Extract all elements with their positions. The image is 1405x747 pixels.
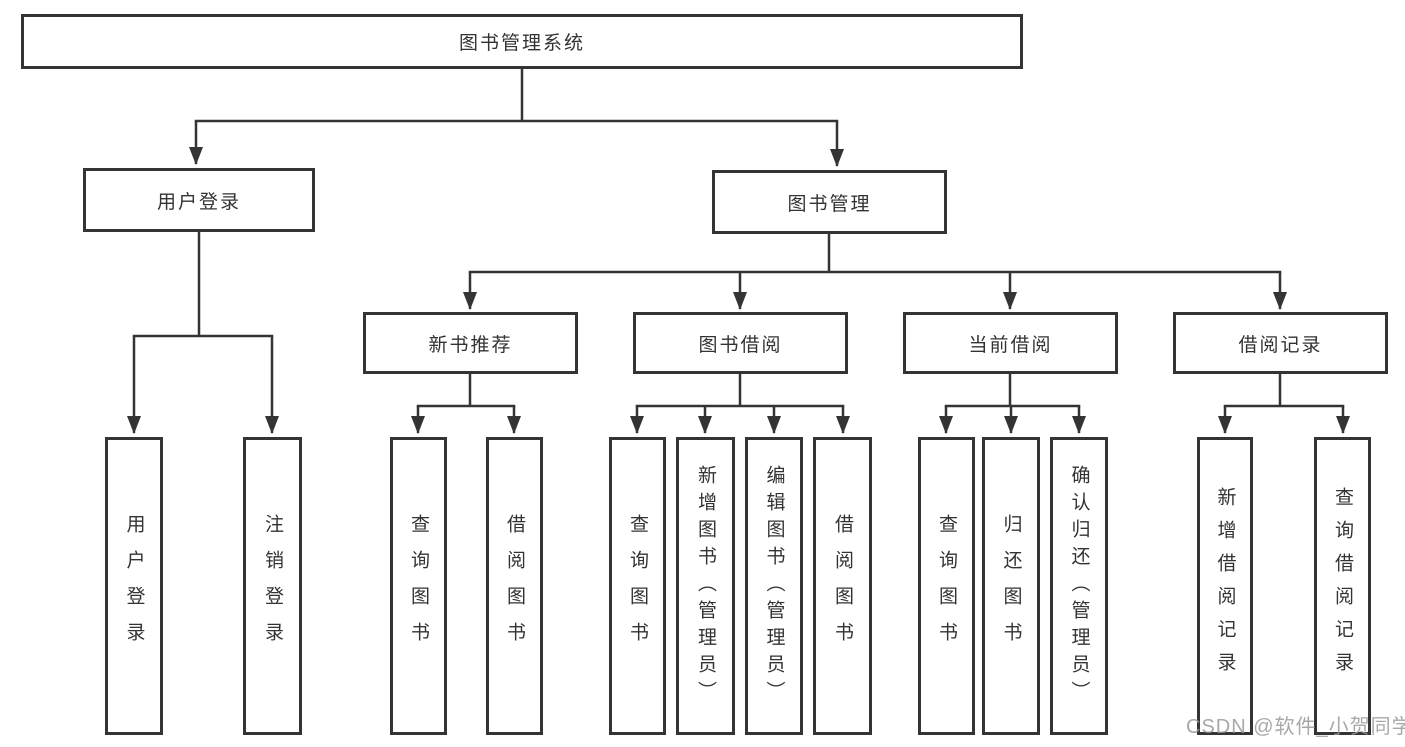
leaf-user-login-label: 用户登录 xyxy=(123,514,145,658)
leaf-nb-borrow-books-label: 借阅图书 xyxy=(504,514,525,658)
node-root-label: 图书管理系统 xyxy=(458,33,585,54)
csdn-watermark: CSDN @软件_小贺同学 xyxy=(1186,716,1405,738)
leaf-br-add-record: 新增借阅记录 xyxy=(1197,437,1253,735)
leaf-cb-query-books: 查询图书 xyxy=(918,437,975,735)
node-user-login-label: 用户登录 xyxy=(156,191,241,213)
leaf-logout-label: 注销登录 xyxy=(262,514,283,658)
node-current-borrow: 当前借阅 xyxy=(903,312,1118,374)
leaf-bb-add-books-admin: 新增图书（管理员） xyxy=(676,437,735,735)
node-book-borrow-label: 图书借阅 xyxy=(698,334,783,356)
node-book-management: 图书管理 xyxy=(712,170,947,234)
node-borrow-records-label: 借阅记录 xyxy=(1238,334,1323,356)
leaf-bb-edit-books-admin: 编辑图书（管理员） xyxy=(745,437,803,735)
leaf-nb-query-books-label: 查询图书 xyxy=(408,514,429,658)
node-user-login: 用户登录 xyxy=(83,168,315,232)
leaf-cb-return-books: 归还图书 xyxy=(982,437,1040,735)
node-book-borrow: 图书借阅 xyxy=(633,312,848,374)
leaf-nb-query-books: 查询图书 xyxy=(390,437,447,735)
leaf-br-add-record-label: 新增借阅记录 xyxy=(1214,487,1236,685)
node-new-book-recommend: 新书推荐 xyxy=(363,312,578,374)
leaf-logout: 注销登录 xyxy=(243,437,302,735)
leaf-cb-query-books-label: 查询图书 xyxy=(936,514,957,658)
leaf-bb-borrow-books-label: 借阅图书 xyxy=(832,514,853,658)
leaf-bb-add-books-admin-label: 新增图书（管理员） xyxy=(695,464,716,708)
node-root: 图书管理系统 xyxy=(21,14,1023,69)
leaf-bb-borrow-books: 借阅图书 xyxy=(813,437,872,735)
leaf-br-query-record: 查询借阅记录 xyxy=(1314,437,1371,735)
node-current-borrow-label: 当前借阅 xyxy=(968,334,1053,356)
node-book-management-label: 图书管理 xyxy=(787,193,872,215)
leaf-bb-query-books-label: 查询图书 xyxy=(627,514,648,658)
leaf-bb-edit-books-admin-label: 编辑图书（管理员） xyxy=(763,464,785,708)
leaf-cb-confirm-return-admin-label: 确认归还（管理员） xyxy=(1068,464,1090,708)
node-borrow-records: 借阅记录 xyxy=(1173,312,1388,374)
node-new-book-recommend-label: 新书推荐 xyxy=(428,334,513,356)
leaf-bb-query-books: 查询图书 xyxy=(609,437,666,735)
leaf-user-login: 用户登录 xyxy=(105,437,163,735)
leaf-br-query-record-label: 查询借阅记录 xyxy=(1332,487,1353,685)
leaf-cb-confirm-return-admin: 确认归还（管理员） xyxy=(1050,437,1108,735)
leaf-cb-return-books-label: 归还图书 xyxy=(1000,514,1022,658)
leaf-nb-borrow-books: 借阅图书 xyxy=(486,437,543,735)
